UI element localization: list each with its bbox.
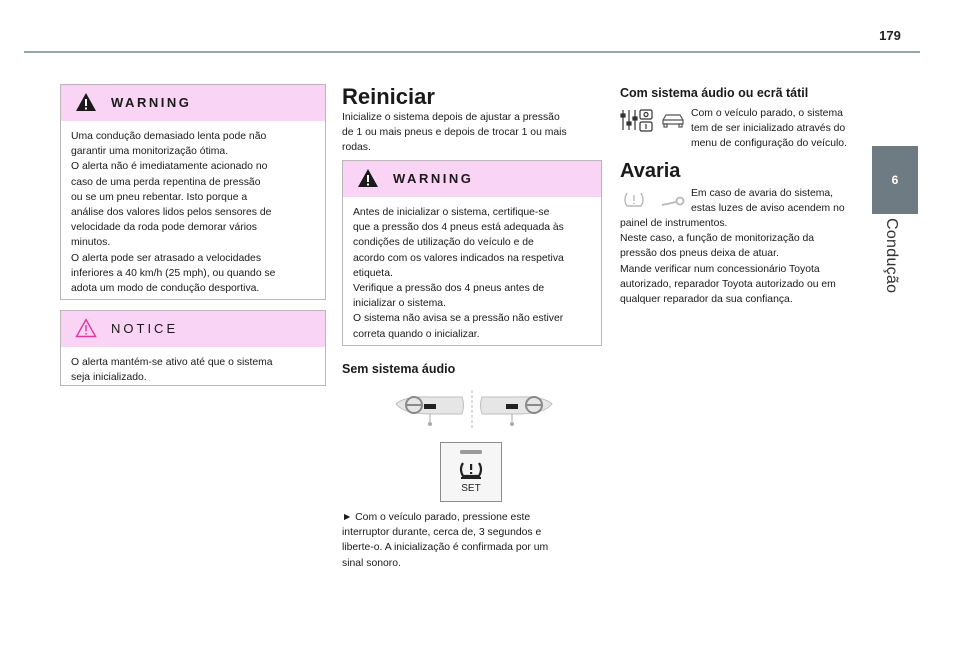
subheading-sem-sistema-audio: Sem sistema áudio: [342, 362, 456, 376]
text-line: etiqueta.: [353, 267, 393, 279]
text-line: Em caso de avaria do sistema,: [691, 188, 834, 199]
section-heading-reiniciar: Reiniciar: [342, 84, 435, 109]
tire-pressure-icon: [459, 450, 483, 479]
text-line: pressão dos pneus deixa de atuar.: [620, 248, 779, 260]
text-line: Mande verificar num concessionário Toyot…: [620, 263, 820, 275]
text-line: O sistema não avisa se a pressão não est…: [353, 313, 564, 325]
warning-header-2: WARNING: [343, 161, 601, 197]
chapter-tab[interactable]: 6: [872, 146, 918, 214]
text-line: liberte-o. A inicialização é confirmada …: [342, 542, 549, 554]
text-line: análise dos valores lidos pelos sensores…: [71, 207, 272, 219]
notice-title: NOTICE: [111, 321, 179, 336]
touchscreen-settings-icon: [620, 109, 653, 132]
set-button[interactable]: SET: [440, 442, 502, 502]
text-line: O alerta mantém-se ativo até que o siste…: [71, 357, 273, 368]
failure-text: painel de instrumentos. Neste caso, a fun…: [620, 216, 870, 307]
text-line: garantir uma monitorização ótima.: [71, 146, 229, 158]
text-line: qualquer reparador da sua confiança.: [620, 294, 793, 306]
divider-dashed-icon: [471, 390, 473, 430]
text-line: Verifique a pressão dos 4 pneus antes de: [353, 283, 545, 295]
text-line: velocidade da roda pode demorar vários: [71, 222, 257, 234]
chapter-label: Condução: [882, 218, 912, 338]
tire-pressure-warning-light-icon: [624, 192, 644, 207]
text-line: acordo com os valores indicados na respe…: [353, 252, 564, 264]
text-line: Neste caso, a função de monitorização da: [620, 233, 815, 245]
notice-text: O alerta mantém-se ativo até que o siste…: [61, 347, 325, 393]
car-icon: [662, 114, 684, 128]
text-line: Inicialize o sistema depois de ajustar a…: [342, 112, 560, 123]
notice-triangle-icon: [75, 318, 97, 338]
text-line: de 1 ou mais pneus e depois de trocar 1 …: [342, 127, 567, 139]
text-line: inicializar o sistema.: [353, 298, 446, 310]
text-line: tem de ser inicializado através do: [691, 123, 846, 135]
steering-wheel-left-icon: [395, 396, 464, 426]
text-line: minutos.: [71, 237, 111, 249]
notice-header: NOTICE: [61, 311, 325, 347]
warning-title: WARNING: [111, 95, 192, 110]
text-line: O alerta não é imediatamente acionado no: [71, 161, 268, 173]
set-instructions: ► Com o veículo parado, pressione este in…: [342, 510, 602, 571]
text-line: adota um modo de condução desportiva.: [71, 283, 260, 295]
warning-header: WARNING: [61, 85, 325, 121]
text-line: rodas.: [342, 142, 371, 154]
text-line: interruptor durante, cerca de, 3 segundo…: [342, 527, 542, 539]
set-button-label: SET: [461, 483, 481, 494]
warning-triangle-icon: [358, 169, 378, 187]
text-line: sinal sonoro.: [342, 557, 401, 569]
text-line: O alerta pode ser atrasado a velocidades: [71, 252, 262, 264]
text-line: inferiores a 40 km/h (25 mph), ou quando…: [71, 267, 276, 279]
text-line: condições de utilização do veículo e de: [353, 237, 534, 249]
warning-triangle-icon: [76, 93, 96, 111]
audio-instructions: Com o veículo parado, o sistema tem de se…: [691, 106, 871, 152]
notice-box: NOTICE O alerta mantém-se ativo até que …: [60, 310, 326, 386]
text-line: caso de uma perda repentina de pressão: [71, 176, 261, 188]
section-heading-avaria: Avaria: [620, 160, 681, 182]
page-number: 179: [879, 28, 901, 43]
reiniciar-intro: Inicialize o sistema depois de ajustar a…: [342, 110, 602, 156]
warning-box-1: WARNING Uma condução demasiado lenta pod…: [60, 84, 326, 300]
steering-wheel-right-icon: [480, 396, 553, 426]
text-line: Com o veículo parado, o sistema: [691, 108, 843, 119]
text-line: estas luzes de aviso acendem no: [691, 203, 845, 215]
warning-text: Uma condução demasiado lenta pode não gar…: [61, 121, 325, 304]
text-line: autorizado, reparador Toyota autorizado …: [620, 278, 836, 290]
warning-title-2: WARNING: [393, 171, 474, 186]
text-line: menu de configuração do veículo.: [691, 138, 847, 150]
text-line: Uma condução demasiado lenta pode não: [71, 131, 267, 142]
text-line: Antes de inicializar o sistema, certifiq…: [353, 207, 550, 218]
failure-text-indented: Em caso de avaria do sistema, estas luzes…: [691, 186, 871, 216]
text-line: que a pressão dos 4 pneus está adequada …: [353, 222, 564, 234]
text-line: painel de instrumentos.: [620, 218, 728, 229]
warning-text-2: Antes de inicializar o sistema, certifiq…: [343, 197, 601, 350]
text-line: seja inicializado.: [71, 372, 147, 384]
chapter-label-text: Condução: [883, 218, 900, 294]
warning-box-2: WARNING Antes de inicializar o sistema, …: [342, 160, 602, 346]
text-line: ► Com o veículo parado, pressione este: [342, 512, 531, 523]
subheading-com-sistema-audio: Com sistema áudio ou ecrã tátil: [620, 86, 809, 100]
text-line: ou se um pneu rebentar. Isto porque a: [71, 191, 248, 203]
wrench-warning-light-icon: [661, 196, 685, 206]
text-line: correta quando o inicializar.: [353, 328, 480, 340]
header-rule: [24, 51, 920, 53]
